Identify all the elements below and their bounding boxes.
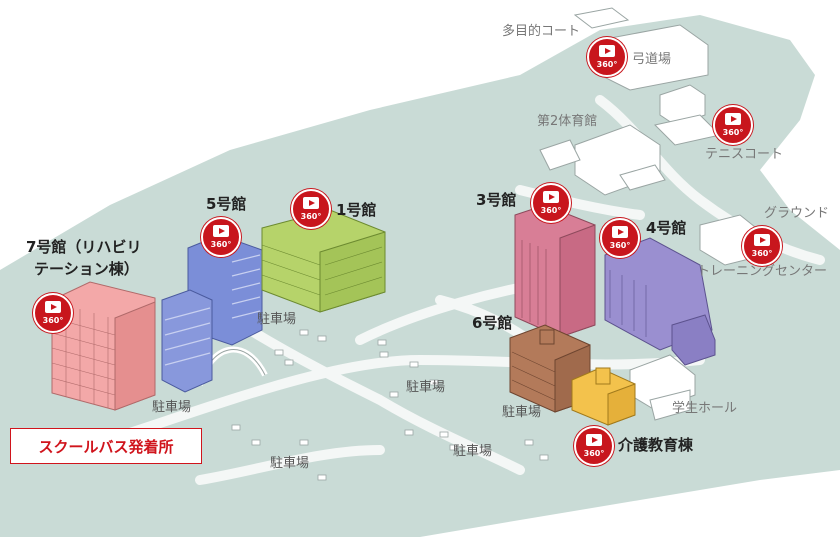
- school-bus-stop-button[interactable]: スクールバス発着所: [10, 428, 202, 464]
- multi-court-label: 多目的コート: [502, 24, 581, 39]
- care-building[interactable]: [571, 367, 636, 426]
- view-360-text: 360°: [751, 249, 773, 258]
- building-6[interactable]: [509, 324, 591, 413]
- view-360-text: 360°: [583, 449, 605, 458]
- ground-label: グラウンド: [764, 206, 830, 221]
- play-icon: [213, 225, 229, 237]
- minor-structures: [539, 7, 766, 421]
- play-icon: [543, 191, 559, 203]
- view-360-icon-training[interactable]: 360°: [742, 226, 782, 266]
- building-7-label-line2: テーション棟）: [34, 260, 139, 278]
- view-360-icon-kyudojo[interactable]: 360°: [587, 37, 627, 77]
- building-4-label: 4号館: [646, 219, 687, 237]
- view-360-icon-building-1[interactable]: 360°: [291, 189, 331, 229]
- parking-label: 駐車場: [406, 380, 446, 395]
- building-5-label: 5号館: [206, 195, 247, 213]
- play-icon: [612, 226, 628, 238]
- view-360-text: 360°: [42, 316, 64, 325]
- view-360-icon-tennis[interactable]: 360°: [713, 105, 753, 145]
- play-icon: [725, 113, 741, 125]
- building-1-label: 1号館: [336, 201, 377, 219]
- view-360-icon-building-7[interactable]: 360°: [33, 293, 73, 333]
- building-6-label: 6号館: [472, 314, 513, 332]
- play-icon: [586, 434, 602, 446]
- view-360-text: 360°: [300, 212, 322, 221]
- gym2-label: 第2体育館: [537, 114, 598, 129]
- view-360-text: 360°: [609, 241, 631, 250]
- parked-cars: [231, 329, 549, 481]
- parking-label: 駐車場: [502, 405, 542, 420]
- view-360-text: 360°: [540, 206, 562, 215]
- parking-label: 駐車場: [152, 400, 192, 415]
- view-360-icon-building-3[interactable]: 360°: [531, 183, 571, 223]
- building-5[interactable]: [161, 234, 263, 393]
- building-1[interactable]: [261, 209, 386, 313]
- building-3[interactable]: [514, 204, 596, 338]
- view-360-text: 360°: [722, 128, 744, 137]
- view-360-icon-building-5[interactable]: 360°: [201, 217, 241, 257]
- play-icon: [599, 45, 615, 57]
- play-icon: [45, 301, 61, 313]
- building-4[interactable]: [604, 237, 716, 366]
- parking-label: 駐車場: [257, 312, 297, 327]
- play-icon: [754, 234, 770, 246]
- training-center-label: トレーニングセンター: [697, 264, 828, 279]
- view-360-text: 360°: [596, 60, 618, 69]
- tennis-label: テニスコート: [705, 147, 784, 162]
- parking-label: 駐車場: [270, 456, 310, 471]
- building-7-label: 7号館（リハビリ: [26, 238, 142, 256]
- view-360-text: 360°: [210, 240, 232, 249]
- kyudojo-label: 弓道場: [632, 52, 672, 67]
- view-360-icon-care-building[interactable]: 360°: [574, 426, 614, 466]
- view-360-icon-building-4[interactable]: 360°: [600, 218, 640, 258]
- play-icon: [303, 197, 319, 209]
- building-3-label: 3号館: [476, 191, 517, 209]
- parking-label: 駐車場: [453, 444, 493, 459]
- student-hall-label: 学生ホール: [672, 401, 738, 416]
- building-7[interactable]: [51, 281, 156, 411]
- care-building-label: 介護教育棟: [618, 436, 694, 454]
